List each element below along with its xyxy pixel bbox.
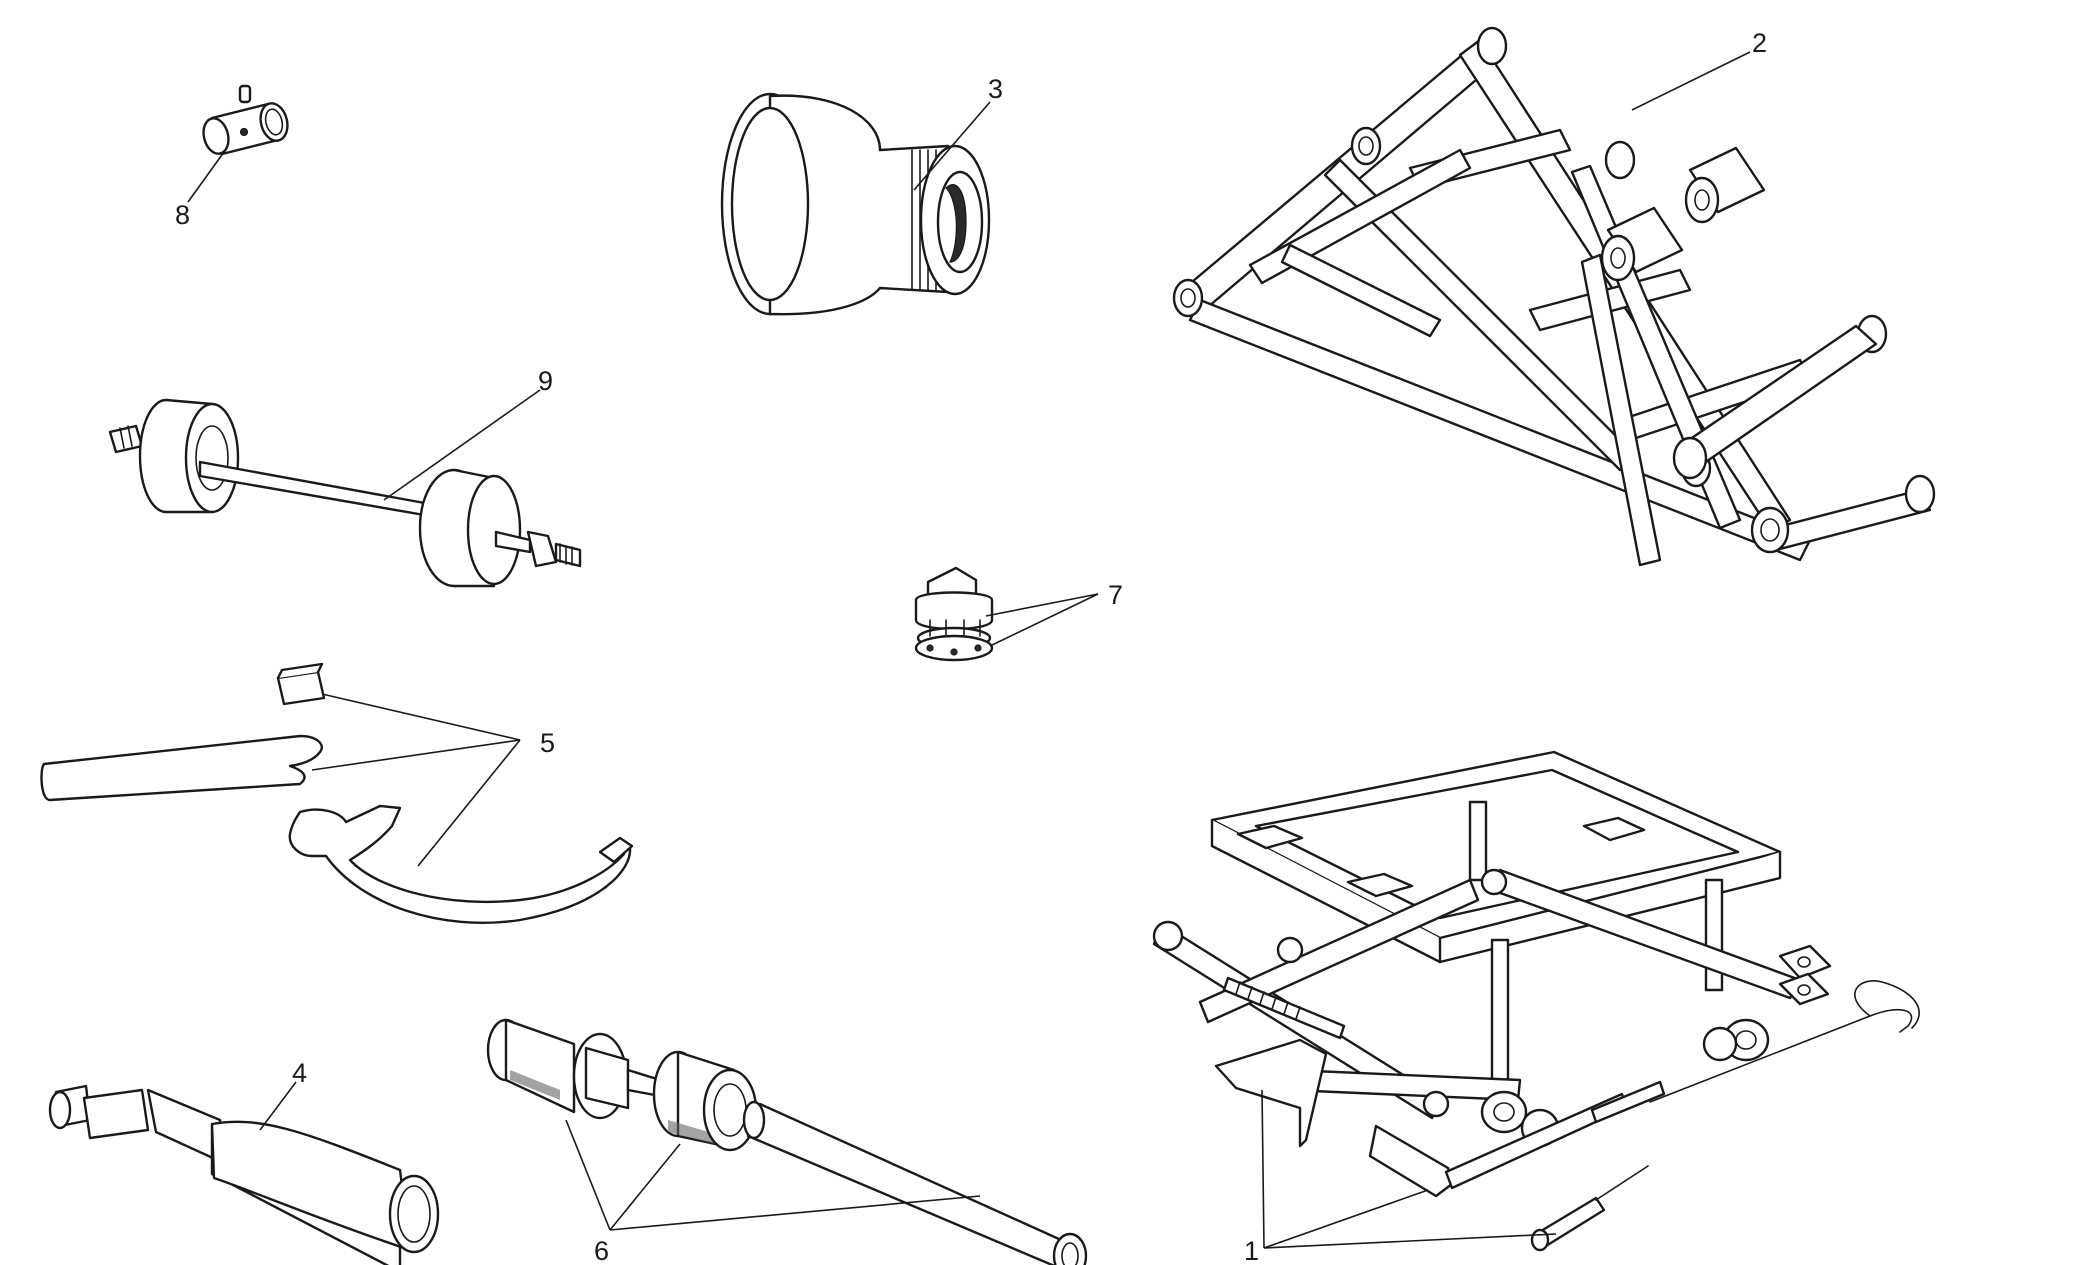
leader-2	[1631, 51, 1751, 111]
callout-6: 6	[594, 1236, 609, 1265]
callout-7: 7	[1108, 580, 1123, 610]
part-8-pin-collar	[202, 84, 289, 156]
callout-3: 3	[988, 74, 1003, 104]
leader-1	[1261, 1089, 1557, 1249]
leader-4	[259, 1081, 297, 1131]
callout-8: 8	[175, 200, 190, 230]
part-5-pin-spanner-set	[40, 662, 634, 924]
part-9-bearing-puller-shaft	[108, 398, 582, 588]
callout-1: 1	[1244, 1236, 1259, 1265]
callout-2: 2	[1752, 28, 1767, 58]
leader-3	[913, 101, 991, 191]
callout-4: 4	[292, 1058, 307, 1088]
part-6-bush-drift-set	[486, 1018, 1088, 1265]
callout-9: 9	[538, 366, 553, 396]
leader-8	[187, 151, 225, 203]
leader-5	[311, 693, 521, 867]
part-7-socket-adaptor	[914, 566, 994, 662]
leader-7	[985, 593, 1099, 647]
leader-6	[565, 1119, 981, 1231]
leader-9	[383, 389, 541, 501]
callout-5: 5	[540, 728, 555, 758]
part-4-extension-shaft	[48, 1084, 440, 1265]
part-1-scissor-lift-stand	[1152, 750, 1920, 1252]
part-3-threaded-flange-adaptor	[720, 92, 991, 316]
part-2-a-frame-stand	[1172, 26, 1936, 567]
